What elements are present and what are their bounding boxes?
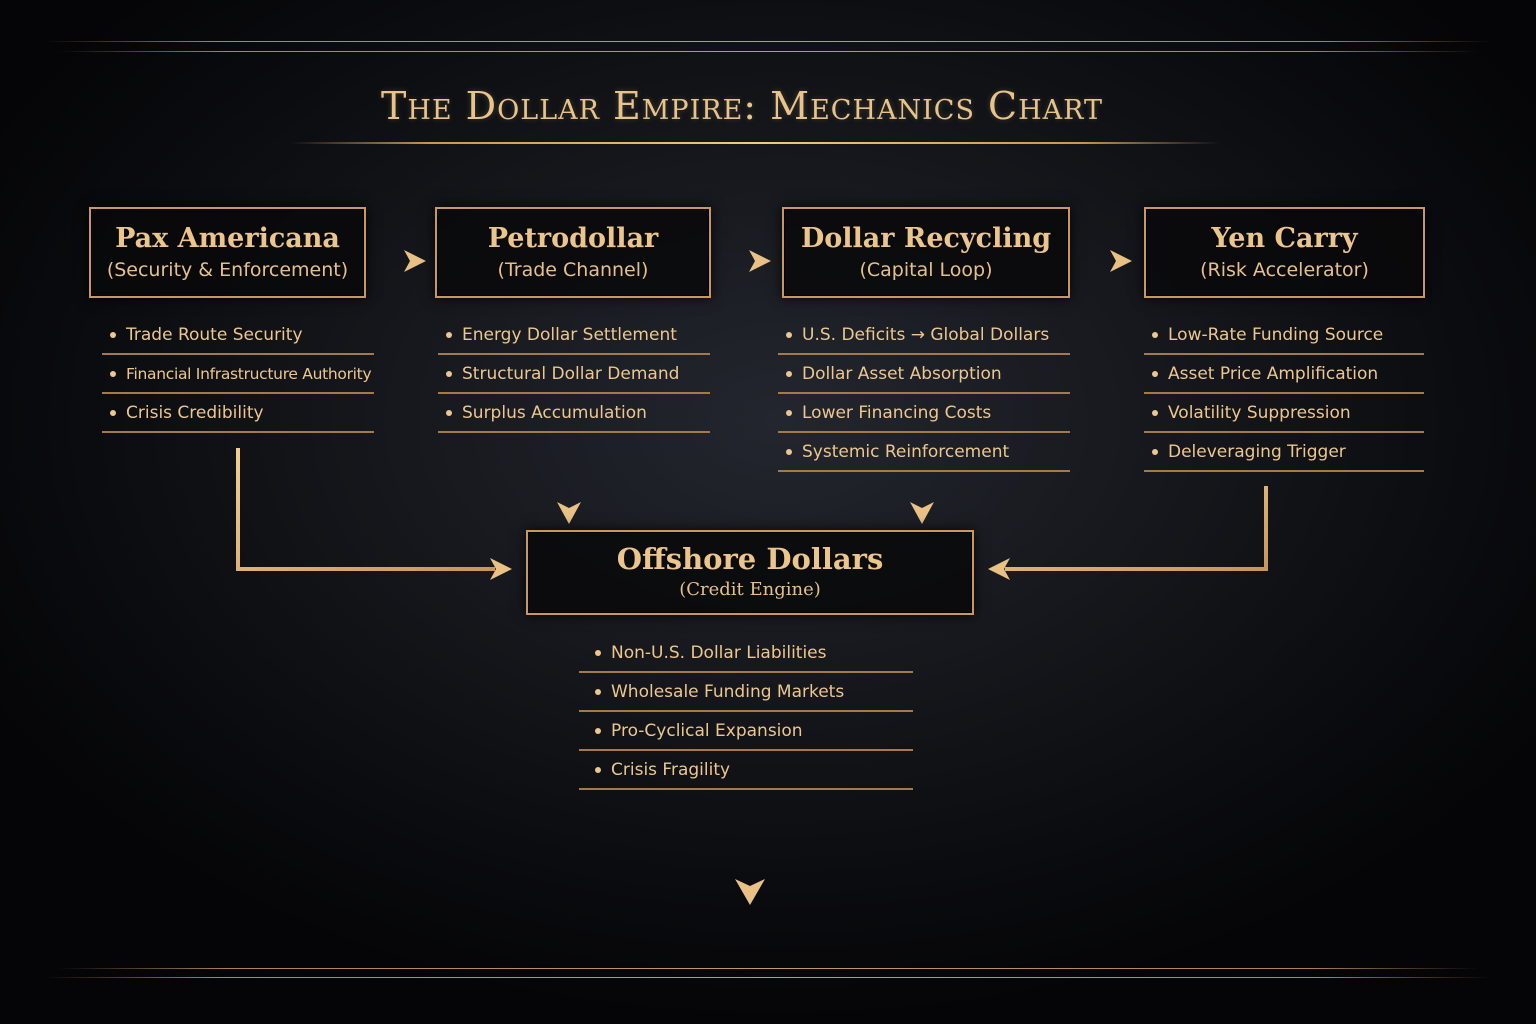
list-pax-americana: Trade Route Security Financial Infrastru…	[102, 316, 374, 433]
node-subtitle: (Risk Accelerator)	[1200, 258, 1369, 281]
node-offshore-dollars: Offshore Dollars (Credit Engine)	[526, 530, 974, 615]
list-item: Systemic Reinforcement	[778, 433, 1070, 472]
list-item: Crisis Fragility	[579, 751, 913, 790]
node-yen-carry: Yen Carry (Risk Accelerator)	[1144, 207, 1425, 298]
node-subtitle: (Trade Channel)	[497, 258, 649, 281]
page-title: The Dollar Empire: Mechanics Chart	[380, 84, 1104, 128]
node-title: Pax Americana	[115, 222, 340, 254]
top-frame-line-inner	[58, 51, 1479, 52]
list-item: Trade Route Security	[102, 316, 374, 355]
list-item: Dollar Asset Absorption	[778, 355, 1070, 394]
node-subtitle: (Credit Engine)	[679, 578, 821, 600]
bullet-icon	[1152, 448, 1158, 455]
bullet-icon	[110, 409, 116, 416]
list-item: Non-U.S. Dollar Liabilities	[579, 634, 913, 673]
bullet-icon	[786, 331, 792, 338]
bullet-icon	[110, 370, 116, 377]
list-item: Wholesale Funding Markets	[579, 673, 913, 712]
arrow-yen-to-offshore	[1005, 486, 1268, 571]
list-yen-carry: Low-Rate Funding Source Asset Price Ampl…	[1144, 316, 1424, 472]
node-title: Dollar Recycling	[800, 222, 1052, 254]
list-item: Low-Rate Funding Source	[1144, 316, 1424, 355]
list-petrodollar: Energy Dollar Settlement Structural Doll…	[438, 316, 710, 433]
node-subtitle: (Security & Enforcement)	[106, 258, 349, 281]
bullet-icon	[595, 649, 601, 656]
list-item: Crisis Credibility	[102, 394, 374, 433]
bullet-icon	[446, 370, 452, 377]
bullet-icon	[446, 409, 452, 416]
bullet-icon	[786, 448, 792, 455]
bullet-icon	[446, 331, 452, 338]
bottom-frame-line-inner	[58, 968, 1479, 969]
title-underline	[290, 142, 1220, 144]
bullet-icon	[595, 727, 601, 734]
top-frame-line-outer	[45, 41, 1492, 42]
node-title: Offshore Dollars	[616, 541, 884, 576]
node-pax-americana: Pax Americana (Security & Enforcement)	[89, 207, 366, 298]
list-item: Energy Dollar Settlement	[438, 316, 710, 355]
list-item: Pro-Cyclical Expansion	[579, 712, 913, 751]
list-item: Lower Financing Costs	[778, 394, 1070, 433]
list-item: Structural Dollar Demand	[438, 355, 710, 394]
bullet-icon	[1152, 409, 1158, 416]
node-title: Petrodollar	[487, 222, 659, 254]
bullet-icon	[1152, 331, 1158, 338]
node-subtitle: (Capital Loop)	[859, 258, 993, 281]
bullet-icon	[595, 688, 601, 695]
list-offshore-dollars: Non-U.S. Dollar Liabilities Wholesale Fu…	[579, 634, 913, 790]
bullet-icon	[1152, 370, 1158, 377]
list-item: Financial Infrastructure Authority	[102, 355, 374, 394]
list-item: U.S. Deficits → Global Dollars	[778, 316, 1070, 355]
node-dollar-recycling: Dollar Recycling (Capital Loop)	[782, 207, 1070, 298]
list-item: Surplus Accumulation	[438, 394, 710, 433]
list-item: Volatility Suppression	[1144, 394, 1424, 433]
bullet-icon	[786, 409, 792, 416]
list-item: Asset Price Amplification	[1144, 355, 1424, 394]
bottom-frame-line-outer	[45, 977, 1492, 978]
bullet-icon	[110, 331, 116, 338]
list-dollar-recycling: U.S. Deficits → Global Dollars Dollar As…	[778, 316, 1070, 472]
arrow-pax-to-offshore	[236, 448, 495, 571]
list-item: Deleveraging Trigger	[1144, 433, 1424, 472]
node-title: Yen Carry	[1211, 222, 1358, 254]
bullet-icon	[595, 766, 601, 773]
bullet-icon	[786, 370, 792, 377]
node-petrodollar: Petrodollar (Trade Channel)	[435, 207, 711, 298]
